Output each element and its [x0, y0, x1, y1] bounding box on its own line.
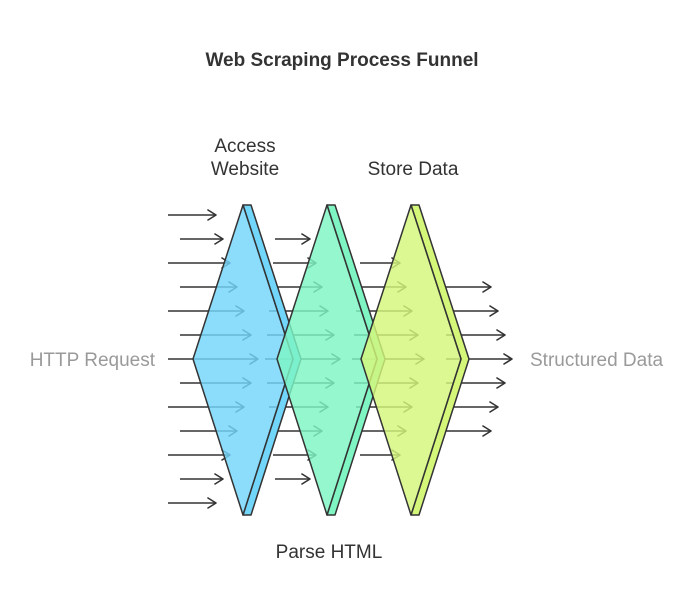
- stage-label-1: Access: [214, 136, 275, 157]
- stage-front-3: [360, 204, 462, 516]
- stage-label-2: Parse HTML: [276, 542, 383, 563]
- diagram-title: Web Scraping Process Funnel: [205, 50, 478, 71]
- stage-front-1: [192, 204, 294, 516]
- output-label: Structured Data: [530, 350, 663, 371]
- input-label: HTTP Request: [30, 350, 156, 371]
- stage-front-2: [276, 204, 378, 516]
- stage-label-3: Store Data: [368, 159, 459, 180]
- stage-group: [192, 204, 470, 516]
- stage-label-1: Website: [211, 159, 279, 180]
